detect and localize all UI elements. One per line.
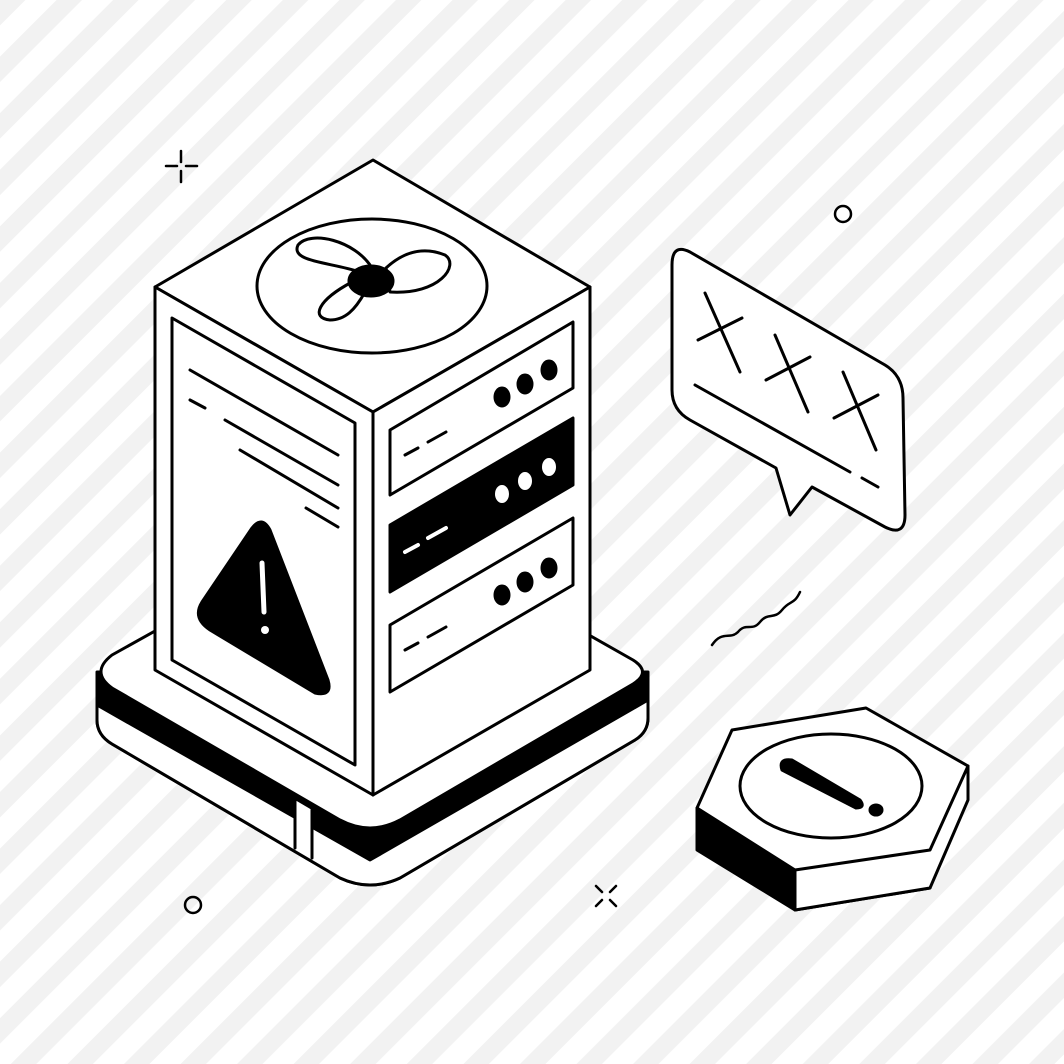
- server-tower-icon: [153, 158, 592, 797]
- rack-unit-1: [388, 320, 575, 497]
- hexagon-alert-icon: [695, 706, 970, 912]
- wave-icon: [710, 590, 802, 647]
- sparkle-icon: [594, 884, 618, 908]
- sparkle-icon: [164, 149, 199, 184]
- speech-bubble-error-icon: [670, 247, 907, 532]
- fan-icon: [255, 217, 489, 355]
- rack-unit-2-active: [388, 416, 575, 594]
- circle-icon: [183, 895, 203, 915]
- rack-unit-3: [388, 516, 575, 694]
- circle-icon: [833, 204, 853, 224]
- warning-triangle-icon: [196, 520, 331, 696]
